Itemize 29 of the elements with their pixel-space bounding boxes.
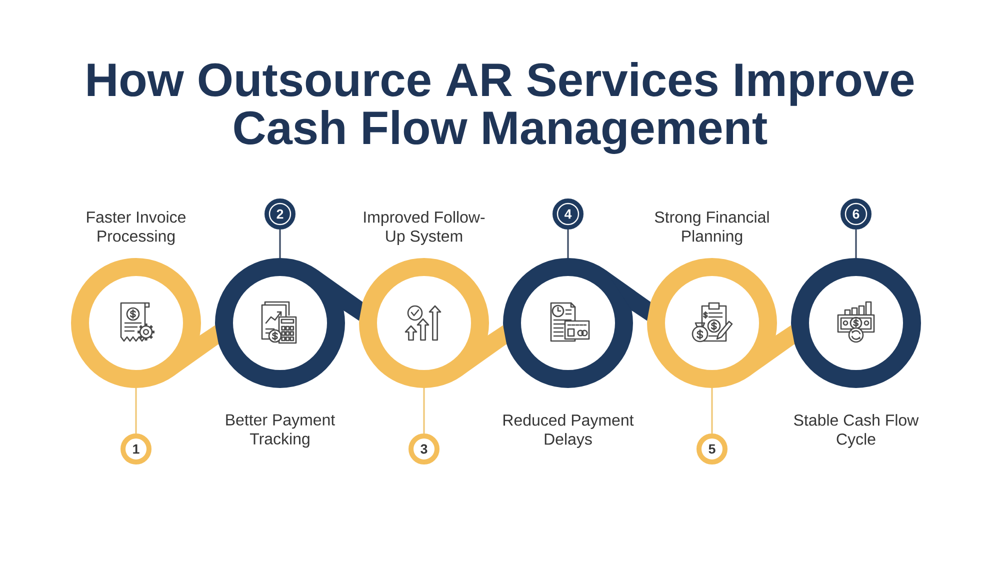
ring-circle bbox=[647, 258, 777, 388]
ring-circle bbox=[71, 258, 201, 388]
ribbon-band bbox=[461, 325, 507, 376]
ring-circle bbox=[359, 258, 489, 388]
step-label: Faster Invoice Processing bbox=[87, 211, 186, 245]
ribbon-band bbox=[317, 270, 363, 321]
leader-line bbox=[135, 388, 137, 434]
ribbon-band bbox=[173, 325, 219, 376]
step-number: 2 bbox=[264, 198, 296, 230]
step-number: 1 bbox=[120, 434, 152, 464]
leader-line bbox=[711, 388, 713, 434]
ribbon-band bbox=[749, 325, 795, 376]
title: How Outsource AR Services Improve Cash Flow Management bbox=[88, 62, 914, 154]
ribbon-band bbox=[605, 270, 651, 321]
leader-line bbox=[855, 230, 857, 258]
step-label: Strong Financial Planning bbox=[654, 211, 769, 245]
step-number: 5 bbox=[696, 434, 728, 464]
leader-line bbox=[567, 230, 569, 258]
step-number: 4 bbox=[552, 198, 584, 230]
step-label: Better Payment Tracking bbox=[226, 414, 335, 448]
step-label: Stable Cash Flow Cycle bbox=[794, 414, 919, 448]
step-label: Improved Follow-Up System bbox=[364, 211, 485, 245]
step-number: 6 bbox=[840, 198, 872, 230]
leader-line bbox=[279, 230, 281, 258]
leader-line bbox=[423, 388, 425, 434]
step-label: Reduced Payment Delays bbox=[504, 414, 634, 448]
step-number: 3 bbox=[408, 434, 440, 464]
ring-circle bbox=[503, 258, 633, 388]
ring-circle bbox=[791, 258, 921, 388]
